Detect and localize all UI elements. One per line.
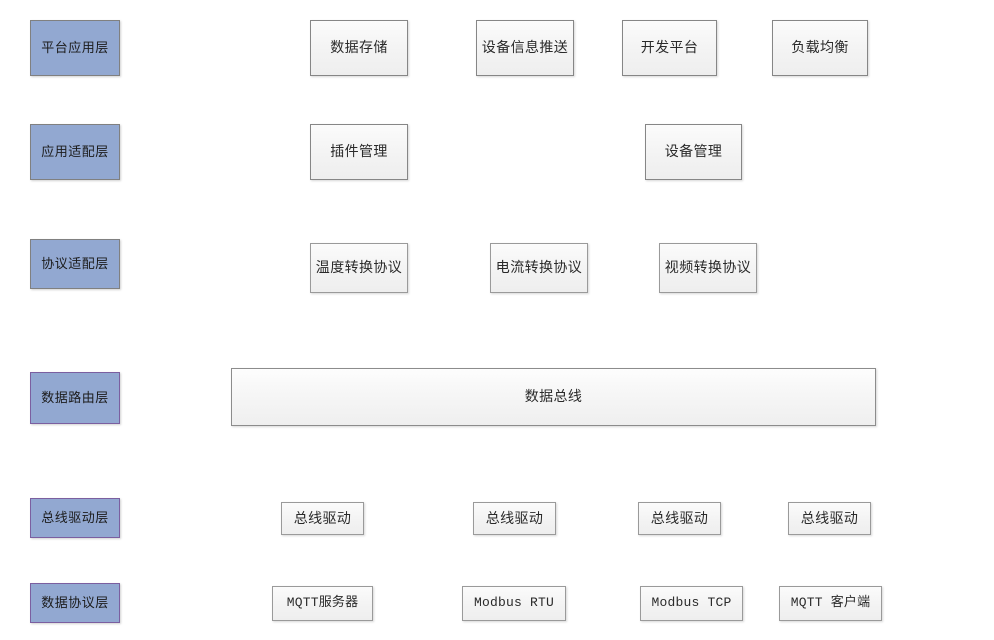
node-label: MQTT服务器 <box>286 595 359 611</box>
node-label: 设备管理 <box>664 143 723 160</box>
layer-label-data-routing[interactable]: 数据路由层 <box>30 372 120 424</box>
layer-label-text: 数据路由层 <box>41 389 109 405</box>
node-label: 负载均衡 <box>791 39 849 56</box>
node-temperature-conversion-protocol[interactable]: 温度转换协议 <box>310 243 408 293</box>
layer-label-protocol-adaptation[interactable]: 协议适配层 <box>30 239 120 289</box>
node-device-info-push[interactable]: 设备信息推送 <box>476 20 574 76</box>
node-label: Modbus TCP <box>651 595 732 611</box>
node-bus-driver-3[interactable]: 总线驱动 <box>638 502 721 535</box>
node-plugin-management[interactable]: 插件管理 <box>310 124 408 180</box>
node-label: 数据总线 <box>524 388 583 405</box>
layer-label-application-adaptation[interactable]: 应用适配层 <box>30 124 120 180</box>
node-label: 总线驱动 <box>293 509 352 526</box>
layer-label-data-protocol[interactable]: 数据协议层 <box>30 583 120 623</box>
node-label: 电流转换协议 <box>495 259 583 276</box>
node-label: 总线驱动 <box>800 509 859 526</box>
node-device-management[interactable]: 设备管理 <box>645 124 742 180</box>
layer-label-platform-application[interactable]: 平台应用层 <box>30 20 120 76</box>
layer-label-text: 数据协议层 <box>41 594 109 610</box>
layer-label-bus-driver[interactable]: 总线驱动层 <box>30 498 120 538</box>
node-label: 视频转换协议 <box>664 259 752 276</box>
node-label: Modbus RTU <box>473 595 554 611</box>
node-label: 温度转换协议 <box>315 259 403 276</box>
node-development-platform[interactable]: 开发平台 <box>622 20 717 76</box>
layer-label-text: 平台应用层 <box>41 39 109 55</box>
node-video-conversion-protocol[interactable]: 视频转换协议 <box>659 243 757 293</box>
node-mqtt-client[interactable]: MQTT 客户端 <box>779 586 882 621</box>
node-bus-driver-1[interactable]: 总线驱动 <box>281 502 364 535</box>
layer-label-text: 协议适配层 <box>41 255 109 271</box>
node-bus-driver-2[interactable]: 总线驱动 <box>473 502 556 535</box>
node-label: 数据存储 <box>330 39 388 56</box>
node-load-balancing[interactable]: 负载均衡 <box>772 20 868 76</box>
node-label: 设备信息推送 <box>481 39 569 56</box>
node-data-bus[interactable]: 数据总线 <box>231 368 876 426</box>
node-modbus-rtu[interactable]: Modbus RTU <box>462 586 566 621</box>
node-bus-driver-4[interactable]: 总线驱动 <box>788 502 871 535</box>
layer-label-text: 总线驱动层 <box>41 509 109 525</box>
node-label: 开发平台 <box>640 39 699 56</box>
node-modbus-tcp[interactable]: Modbus TCP <box>640 586 743 621</box>
node-mqtt-server[interactable]: MQTT服务器 <box>272 586 373 621</box>
node-current-conversion-protocol[interactable]: 电流转换协议 <box>490 243 588 293</box>
node-data-storage[interactable]: 数据存储 <box>310 20 408 76</box>
node-label: MQTT 客户端 <box>790 595 871 611</box>
node-label: 总线驱动 <box>485 509 544 526</box>
layer-label-text: 应用适配层 <box>41 143 109 159</box>
node-label: 插件管理 <box>330 143 388 160</box>
node-label: 总线驱动 <box>650 509 709 526</box>
